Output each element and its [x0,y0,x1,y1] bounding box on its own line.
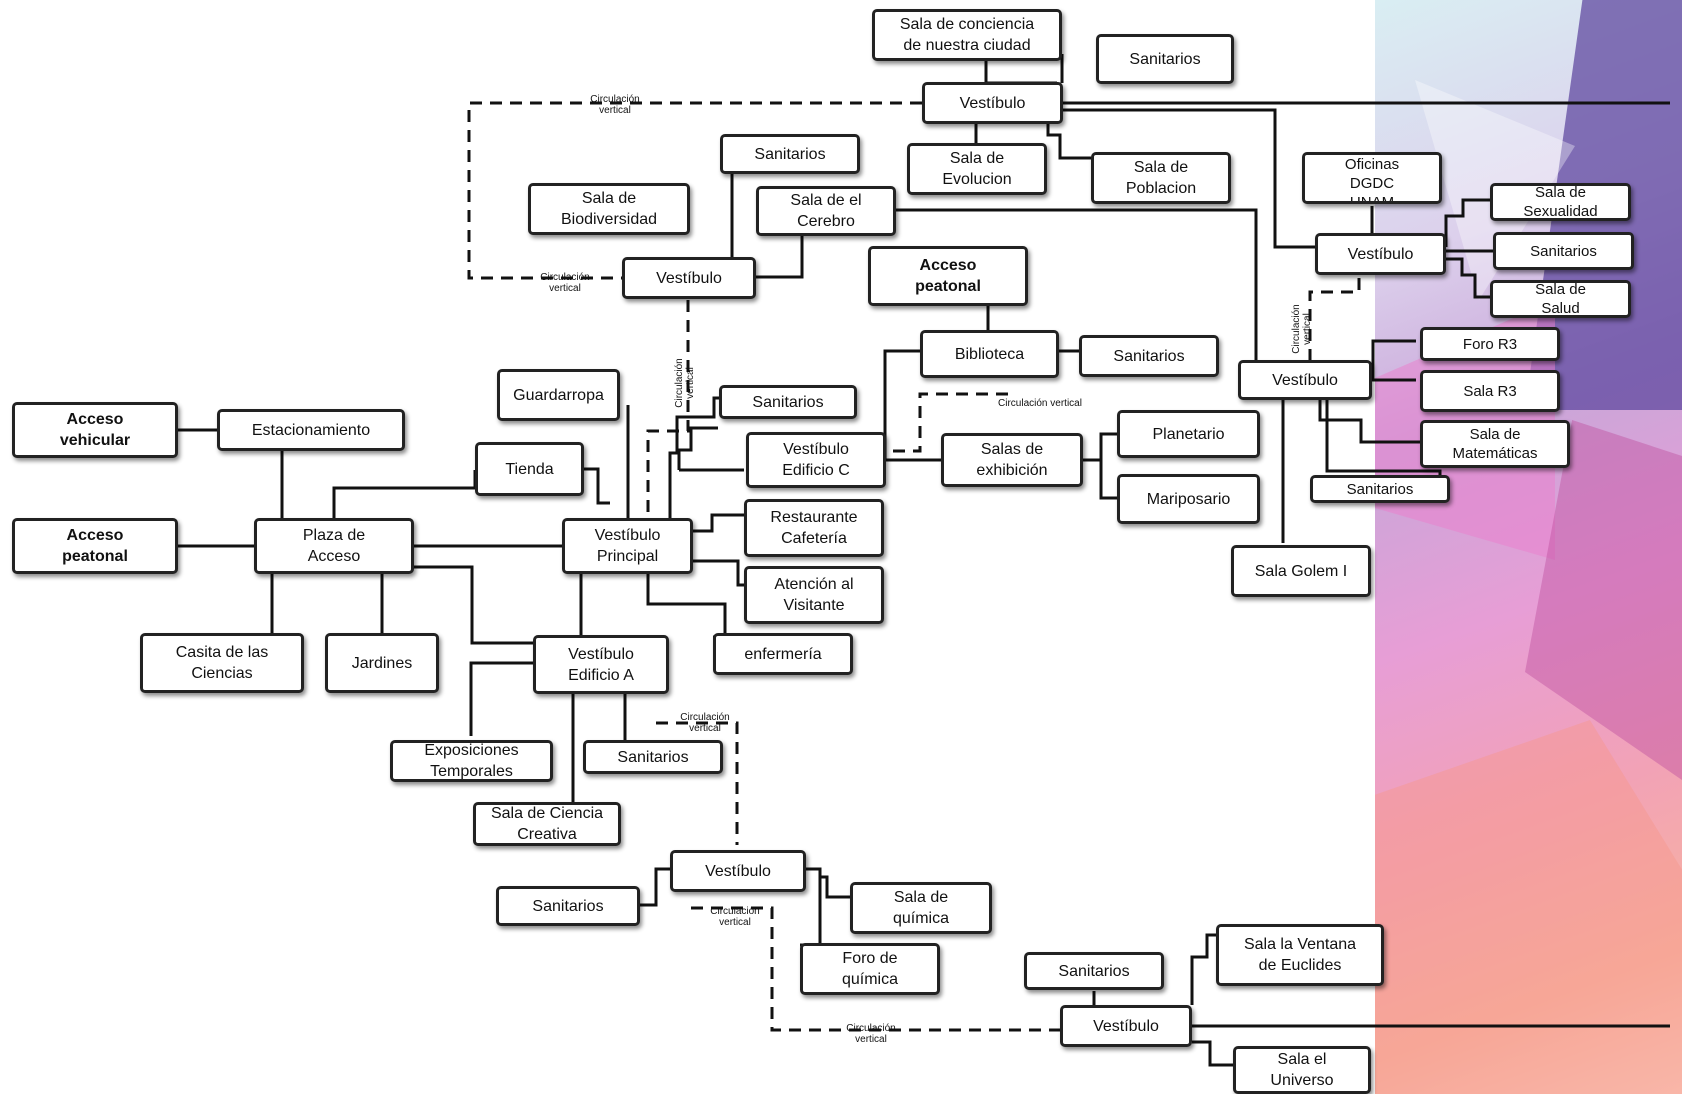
dashed-vertical-circulation [467,101,1361,1032]
circulacion-vertical-label: Circulación vertical [846,1023,896,1045]
vestibulo-right-box: Vestíbulo [1238,360,1372,400]
vestibulo-bottom-right-box: Vestíbulo [1060,1005,1192,1047]
plaza-acceso-box: Plaza de Acceso [254,518,414,574]
sala-poblacion-box: Sala de Poblacion [1091,152,1231,204]
guardarropa-box: Guardarropa [497,369,620,421]
vestibulo-left-box: Vestíbulo [622,257,756,299]
circulacion-vertical-label: Circulación vertical [540,272,590,294]
oficinas-dgdc-box: Oficinas DGDC UNAM [1302,152,1442,204]
atencion-visitante-box: Atención al Visitante [744,566,884,624]
sala-salud-box: Sala de Salud [1490,280,1631,318]
circulacion-vertical-label: Circulación vertical [710,906,760,928]
circulacion-vertical-label: Circulación vertical [674,358,696,408]
enfermeria-box: enfermería [713,633,853,675]
sanitarios-right-top-box: Sanitarios [1493,232,1634,270]
sala-sexualidad-box: Sala de Sexualidad [1490,183,1631,221]
acceso-peatonal-left-box: Acceso peatonal [12,518,178,574]
sala-universo-box: Sala el Universo [1233,1046,1371,1094]
sala-ventana-euclides-box: Sala la Ventana de Euclides [1216,924,1384,986]
sala-r3-box: Sala R3 [1420,370,1560,412]
vestibulo-bottom-box: Vestíbulo [670,850,806,892]
sanitarios-bottom-right-box: Sanitarios [1024,952,1164,990]
vestibulo-principal-box: Vestíbulo Principal [562,518,693,574]
sanitarios-edificio-a-box: Sanitarios [583,740,723,774]
acceso-peatonal-top-box: Acceso peatonal [868,246,1028,306]
sanitarios-right-box: Sanitarios [1310,475,1450,503]
foro-r3-box: Foro R3 [1420,327,1560,361]
casita-ciencias-box: Casita de las Ciencias [140,633,304,693]
biblioteca-box: Biblioteca [920,330,1059,378]
sala-ciencia-creativa-box: Sala de Ciencia Creativa [473,802,621,846]
planetario-box: Planetario [1117,410,1260,458]
restaurante-box: Restaurante Cafetería [744,499,884,557]
salas-exhibicion-box: Salas de exhibición [941,433,1083,487]
foro-quimica-box: Foro de química [800,943,940,995]
sala-biodiversidad-box: Sala de Biodiversidad [528,183,690,235]
acceso-vehicular-box: Acceso vehicular [12,402,178,458]
sanitarios-top-box: Sanitarios [1096,34,1234,84]
solid-connectors [178,54,1670,1067]
sanitarios-upper-left-box: Sanitarios [720,134,860,174]
sala-conciencia-box: Sala de conciencia de nuestra ciudad [872,9,1062,61]
sala-cerebro-box: Sala de el Cerebro [756,186,896,236]
circulacion-vertical-label: Circulación vertical [998,398,1082,409]
circulacion-vertical-label: Circulación vertical [680,712,730,734]
sanitarios-biblioteca-box: Sanitarios [1079,335,1219,377]
jardines-box: Jardines [325,633,439,693]
sala-matematicas-box: Sala de Matemáticas [1420,420,1570,468]
vestibulo-edificio-a-box: Vestíbulo Edificio A [533,635,669,694]
sanitarios-bottom-left-box: Sanitarios [496,886,640,926]
vestibulo-edificio-c-box: Vestíbulo Edificio C [746,432,886,488]
sala-golem-box: Sala Golem I [1231,545,1371,597]
vestibulo-right-top-box: Vestíbulo [1315,233,1446,275]
mariposario-box: Mariposario [1117,474,1260,524]
estacionamiento-box: Estacionamiento [217,409,405,451]
circulacion-vertical-label: Circulación vertical [590,94,640,116]
sala-evolucion-box: Sala de Evolucion [907,143,1047,195]
circulacion-vertical-label: Circulación vertical [1291,304,1313,354]
sanitarios-mid-box: Sanitarios [719,385,857,419]
exposiciones-temporales-box: Exposiciones Temporales [390,740,553,782]
sala-quimica-box: Sala de química [850,882,992,934]
tienda-box: Tienda [475,442,584,496]
vestibulo-top-box: Vestíbulo [922,82,1063,124]
